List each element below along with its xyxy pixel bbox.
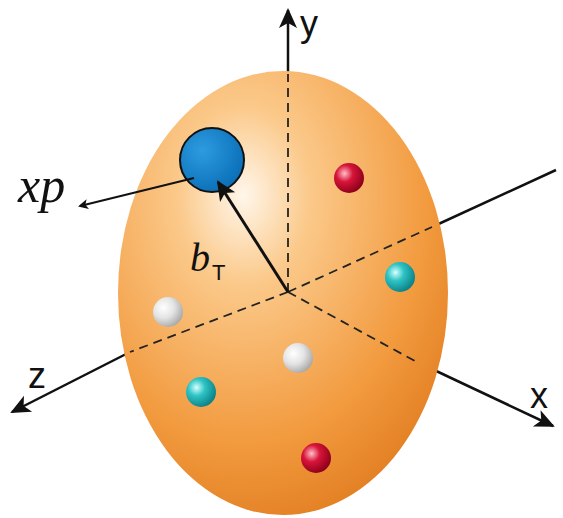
z-axis-dashed-back [288,227,432,292]
quark-cyan [385,262,415,292]
momentum-arrow [80,178,194,206]
axis-label: z [28,358,46,394]
y-axis [287,10,290,72]
quark-grey [153,297,183,327]
quark-cyan [186,377,216,407]
impact-parameter-label: b [190,238,210,278]
y-axis-dashed [287,74,289,292]
z-axis [12,352,130,412]
bt-arrow [218,182,288,292]
quark-red [334,163,364,193]
momentum-label: xp [18,160,65,210]
proton-ellipsoid [118,71,448,515]
axis-label: x [530,378,548,414]
z-axis-back [432,170,556,227]
parton [180,128,244,192]
quark-red [301,443,331,473]
axis-label: y [300,6,318,42]
z-axis-dashed [130,292,288,352]
subscript-label: T [212,262,225,284]
quark-grey [283,343,313,373]
